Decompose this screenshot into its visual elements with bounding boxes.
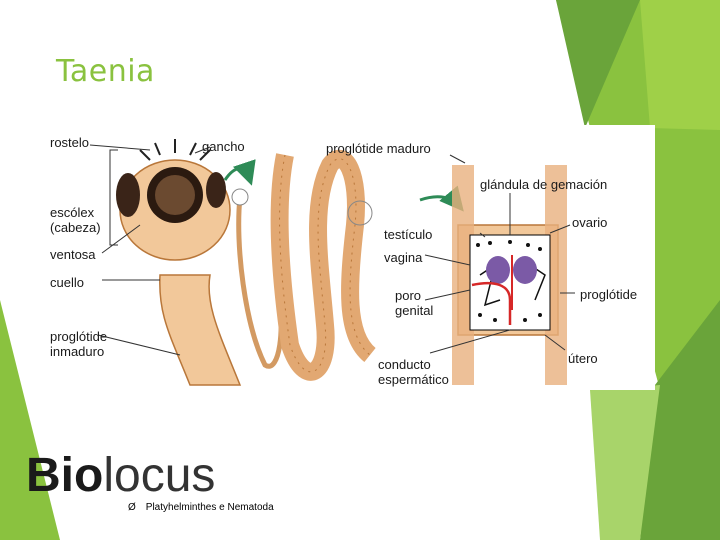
label-proglotide: proglótide — [580, 287, 638, 302]
ovary-right — [513, 256, 537, 284]
label-rostelo: rostelo — [50, 135, 90, 150]
taenia-drawing — [89, 139, 575, 386]
label-testiculo: testículo — [384, 227, 433, 242]
label-ovario: ovario — [572, 215, 608, 230]
sperm-duct — [471, 281, 512, 325]
deco-triangle-left — [0, 300, 60, 540]
label-conducto: conducto espermático — [378, 357, 449, 387]
leader-lines — [89, 144, 575, 356]
sucker-right — [206, 172, 226, 208]
label-gancho: gancho — [202, 139, 245, 154]
label-escolex: escólex (cabeza) — [50, 205, 101, 235]
label-proglotide-inmaduro: proglótide inmaduro — [50, 329, 108, 359]
deco-triangle-dark — [556, 0, 640, 128]
bullet-text: Platyhelminthes e Nematoda — [145, 502, 274, 513]
arrow-to-head — [223, 159, 256, 186]
logo-locus: locus — [103, 449, 216, 502]
label-poro-genital: poro genital — [395, 288, 434, 318]
logo-bio: Bio — [26, 449, 104, 502]
bullet-arrow-icon: Ø — [128, 502, 136, 513]
worm-neck — [159, 274, 242, 386]
segments — [279, 154, 371, 373]
deco-triangle-lower-light — [590, 385, 660, 540]
proglottid-edge-left — [452, 165, 474, 385]
sucker-left — [116, 173, 140, 217]
mini-scolex-circle — [231, 188, 249, 206]
label-ventosa: ventosa — [50, 247, 96, 262]
deco-triangle-light — [640, 0, 720, 130]
label-cuello: cuello — [50, 275, 84, 290]
strobila — [270, 149, 377, 381]
label-vagina: vagina — [384, 250, 423, 265]
biolocus-logo: Biolocus — [26, 450, 215, 502]
taenia-illustration: rostelo gancho proglótide maduro glándul… — [40, 125, 655, 390]
bullet-item: Ø Platyhelminthes e Nematoda — [128, 502, 274, 513]
slide-title: Taenia — [56, 54, 155, 89]
label-utero: útero — [568, 351, 598, 366]
ovary-left — [486, 256, 510, 284]
hooks — [139, 139, 211, 161]
label-glandula: glándula de gemación — [480, 177, 608, 192]
testes-dots — [476, 240, 542, 322]
sucker-inner — [155, 175, 195, 215]
deco-triangle-lower-dark — [640, 300, 720, 540]
label-proglotide-maduro: proglótide maduro — [326, 141, 431, 156]
proglottid-circle — [347, 200, 373, 226]
